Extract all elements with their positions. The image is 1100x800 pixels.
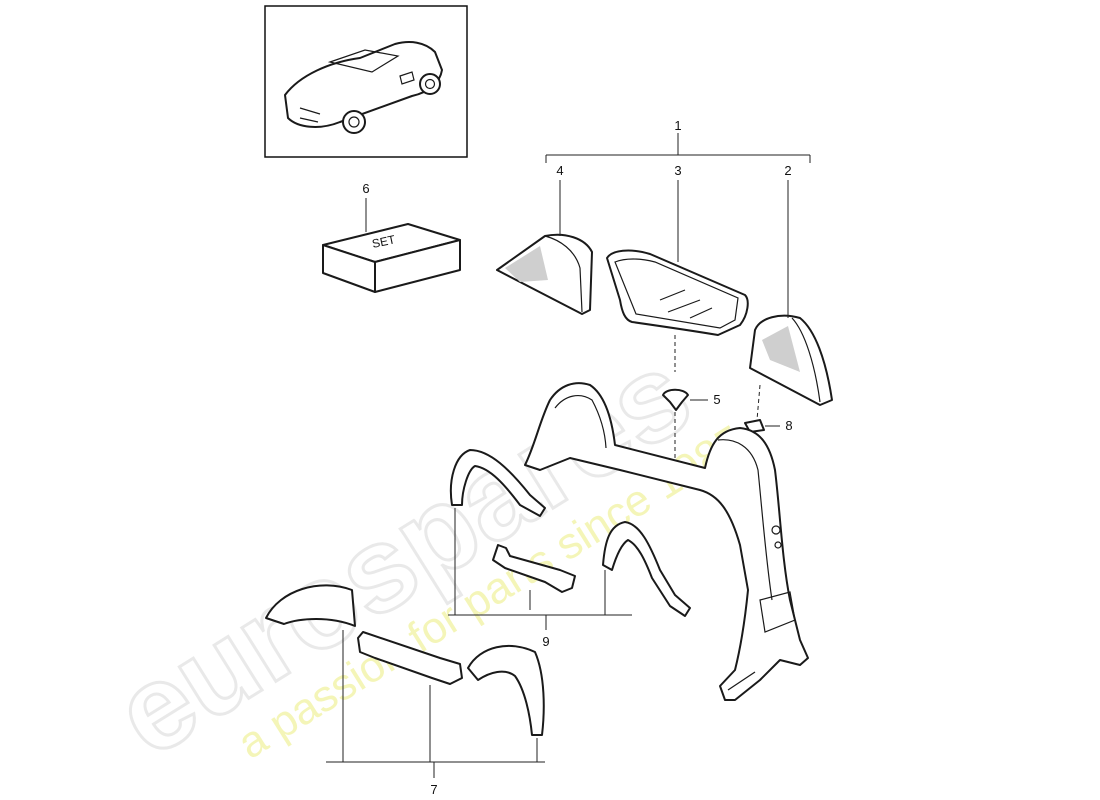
part-9-group: 9 [448, 449, 691, 649]
part-4-left-deflector: 4 [496, 163, 593, 315]
callout-1: 1 [674, 118, 681, 133]
set-box: SET 6 [322, 181, 461, 293]
part-7-group: 7 [265, 584, 545, 797]
callout-7: 7 [430, 782, 437, 797]
callout-3: 3 [674, 163, 681, 178]
set-box-label: SET [371, 232, 397, 251]
vehicle-thumbnail [264, 5, 468, 158]
callout-9: 9 [542, 634, 549, 649]
callout-5: 5 [713, 392, 720, 407]
callout-6: 6 [362, 181, 369, 196]
watermark-brand: eurospares [93, 326, 713, 782]
callout-4: 4 [556, 163, 563, 178]
part-2-right-deflector: 2 [749, 163, 833, 421]
callout-8: 8 [785, 418, 792, 433]
roll-bar-frame [524, 382, 809, 701]
callout-2: 2 [784, 163, 791, 178]
bracket-1: 1 [545, 118, 811, 163]
part-3-glass-screen: 3 [606, 163, 749, 372]
part-5-clip: 5 [662, 388, 721, 468]
